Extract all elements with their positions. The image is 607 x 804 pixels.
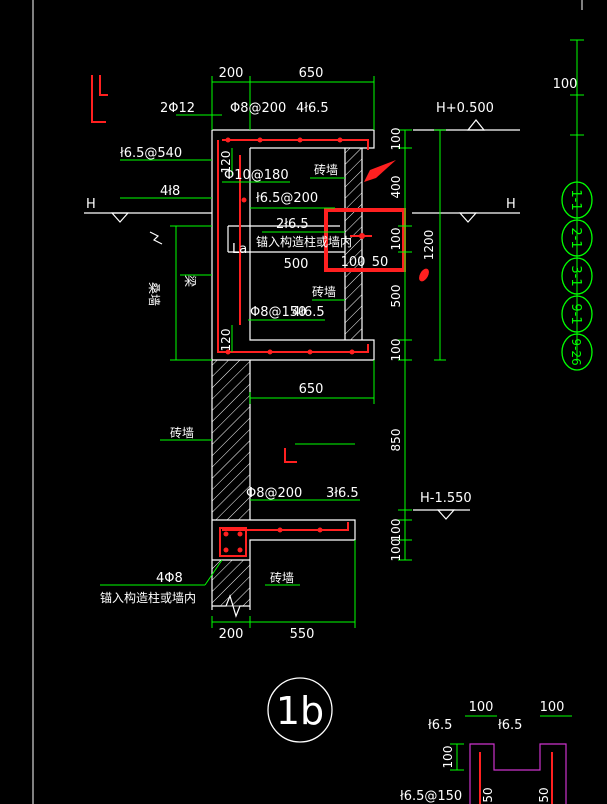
index-ref-2: 2-1: [568, 227, 583, 248]
label-brick-left: 砖墙: [170, 425, 194, 440]
highlight-box: [324, 208, 406, 272]
dim-left-120-bot: 120: [219, 329, 233, 352]
dim-bot-200: 200: [219, 627, 244, 642]
detail-rebar: [479, 752, 553, 804]
det2-label-6-5-a: ł6.5: [428, 718, 452, 733]
dim-right-850: 850: [389, 429, 403, 452]
label-3-6-5: 3ł6.5: [326, 486, 359, 501]
frame-lines: [32, 0, 583, 804]
section-id: 1b: [276, 689, 324, 733]
dim-top-200: 200: [219, 66, 244, 81]
dim-right-500: 500: [389, 285, 403, 308]
dim-detail-50: 50: [372, 255, 389, 270]
dim-far-right-100: 100: [553, 77, 578, 92]
label-phi10-180: Φ10@180: [224, 168, 289, 183]
dim-right-400: 400: [389, 176, 403, 199]
label-2phi12: 2Φ12: [160, 101, 195, 116]
label-anchor-bot: 锚入构造柱或墙内: [100, 590, 196, 605]
dimension-lines: [100, 39, 584, 771]
level-h-right: H: [506, 197, 516, 212]
magenta-detail: [469, 743, 567, 804]
dim-right-100-bot: 100: [389, 339, 403, 362]
dim-left-120-top: 120: [219, 151, 233, 174]
hatch-wall-upper: [344, 147, 363, 341]
label-6-5-200: ł6.5@200: [256, 191, 318, 206]
index-circles: [561, 181, 593, 371]
label-phi8-200-top: Φ8@200: [230, 101, 286, 116]
dim-right-100-b: 100: [389, 539, 403, 562]
index-ref-4: 9-1: [568, 303, 583, 324]
det2-dim-50-b: 50: [537, 787, 551, 802]
index-ref-3: 3-1: [568, 265, 583, 286]
rebar-lines: [91, 75, 372, 557]
label-la: La: [232, 242, 247, 257]
label-beam: 梁: [183, 275, 198, 287]
label-phi8-200-bot: Φ8@200: [246, 486, 302, 501]
det2-dim-100-b: 100: [540, 700, 565, 715]
det2-label-6-5-150: ł6.5@150: [400, 789, 462, 804]
level-h-left: H: [86, 197, 96, 212]
label-2-6-5: 2ł6.5: [276, 217, 309, 232]
label-vert: 桑墙: [147, 282, 161, 306]
label-4-6-5: 4ł6.5: [296, 101, 329, 116]
label-brick-top: 砖墙: [314, 162, 338, 177]
label-4-6-5-b: 4ł6.5: [292, 305, 325, 320]
index-ref-5: 9-26: [569, 338, 583, 365]
hatch-wall-bottom: [211, 559, 251, 607]
det2-dim-50-a: 50: [481, 787, 495, 802]
label-phi8-150: Φ8@150: [250, 305, 306, 320]
label-brick-bot: 砖墙: [270, 570, 294, 585]
highlight-arrow: [364, 160, 396, 182]
elevation-bot: H-1.550: [420, 491, 472, 506]
dim-right-100-a: 100: [389, 519, 403, 542]
dim-beam-500: 500: [284, 257, 309, 272]
label-brick-mid: 砖墙: [312, 284, 336, 299]
det2-dim-100-v: 100: [441, 746, 455, 769]
index-ref-1: 1-1: [568, 189, 583, 210]
det2-dim-100-a: 100: [469, 700, 494, 715]
dim-bot-550: 550: [290, 627, 315, 642]
red-mark: [419, 268, 429, 282]
rebar-dots: [223, 137, 365, 553]
dim-top-650: 650: [299, 66, 324, 81]
dim-right-1200: 1200: [422, 230, 436, 261]
section-id-circle: [267, 677, 333, 743]
det2-label-6-5-b: ł6.5: [498, 718, 522, 733]
dim-right-100-mid: 100: [389, 228, 403, 251]
label-4-8: 4ł8: [160, 184, 180, 199]
dim-right-100-top: 100: [389, 128, 403, 151]
hatch-wall-lower: [211, 359, 251, 521]
dim-mid-650: 650: [299, 382, 324, 397]
label-anchor-top: 锚入构造柱或墙内: [256, 234, 352, 249]
label-4phi8: 4Φ8: [156, 571, 183, 586]
elevation-top: H+0.500: [436, 101, 494, 116]
label-6-5-540: ł6.5@540: [120, 146, 182, 161]
dim-detail-100: 100: [341, 255, 366, 270]
